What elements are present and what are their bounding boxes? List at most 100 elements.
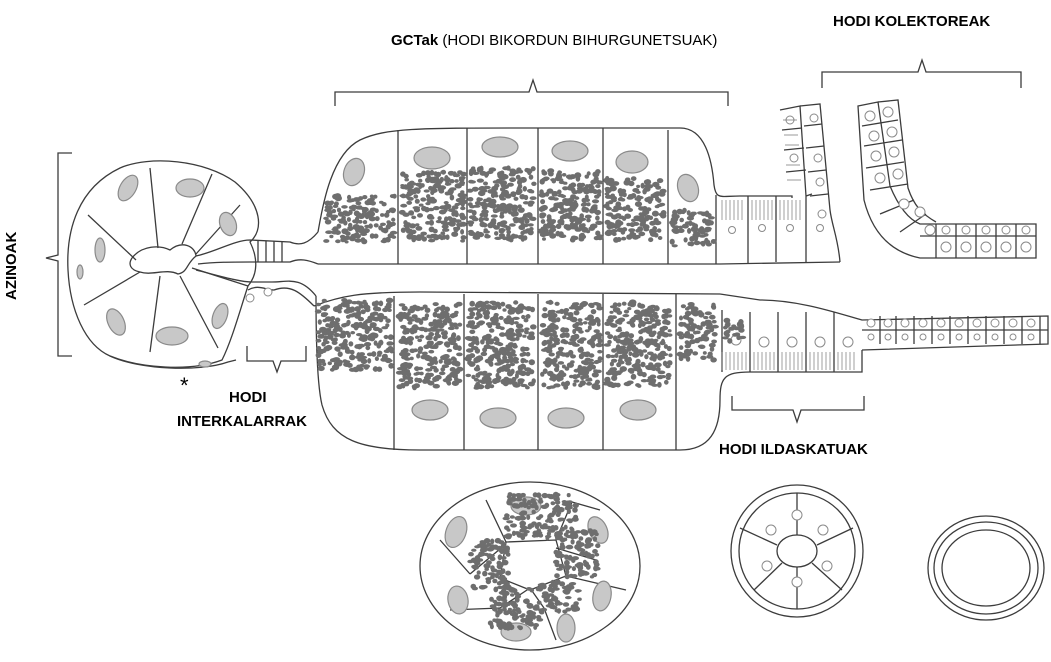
granule [533,493,539,497]
granule [739,336,746,339]
granule [628,194,634,198]
granule [382,238,387,243]
granule [497,222,503,227]
granule [565,333,570,338]
granule [479,186,485,191]
granule [628,352,632,357]
granule [380,213,384,217]
granule [472,210,477,216]
granule [456,335,461,341]
granule [705,213,712,217]
granule [349,341,354,346]
granule [486,577,490,582]
granule [476,312,481,317]
granule [638,219,644,223]
granule [499,347,506,353]
granule [613,383,618,388]
granule [546,494,551,498]
granule [691,212,696,215]
granule [572,566,576,571]
granule [347,217,351,222]
granule [367,200,374,205]
granule [478,301,483,305]
granule [424,189,430,192]
granule [637,303,641,308]
granule [425,308,431,313]
granule [506,528,510,531]
granule [549,310,556,314]
granule [411,216,416,220]
granule [724,331,729,337]
granule [439,189,445,194]
granule [505,193,512,198]
granule [617,237,622,242]
granule [615,213,621,216]
granule [513,217,520,222]
granule [533,623,539,627]
granule [485,304,492,310]
granule [687,210,691,215]
granule [701,241,706,247]
granule [332,209,336,213]
granule [577,186,583,191]
granule [509,359,514,364]
granule [525,372,530,377]
granule [547,344,552,350]
granule [584,353,589,358]
granule [522,498,527,503]
granule [403,354,409,358]
granule [482,571,487,577]
granule [517,625,521,628]
granule [502,560,509,566]
granule [688,318,694,323]
granule [475,373,480,378]
granule [515,594,521,598]
granule [472,217,479,221]
granule [499,591,507,595]
granule [512,193,516,197]
granule [469,170,473,176]
granule [483,310,490,315]
granule [496,373,500,379]
granule [499,230,505,234]
granule [565,381,570,387]
granule [562,198,569,203]
granule [668,329,672,332]
granule [468,223,473,227]
granule [672,244,678,247]
granule [548,300,553,305]
granule [455,219,462,223]
granule [653,192,660,197]
granule [570,187,575,192]
granule [467,360,472,365]
granule [687,228,691,234]
granule [402,348,408,353]
granule [449,187,456,191]
granule [424,355,428,359]
granule [487,323,492,328]
granule [552,507,559,510]
granule [440,355,447,360]
granule [335,239,341,243]
granule [552,179,557,184]
granule [709,220,714,225]
granule [660,213,666,219]
granule [597,322,601,327]
granule [510,515,515,519]
granule [434,376,439,380]
granule [567,493,571,497]
granule [554,573,560,578]
granule [571,558,575,563]
granule [616,351,623,355]
granule [387,309,392,312]
granule [564,555,569,559]
granule [472,187,479,192]
granule [484,172,489,177]
granule [512,603,518,609]
granule [503,549,510,554]
granule [657,228,662,232]
granule [658,236,663,240]
granule [512,317,519,320]
granule [504,368,511,372]
granule [689,339,696,344]
